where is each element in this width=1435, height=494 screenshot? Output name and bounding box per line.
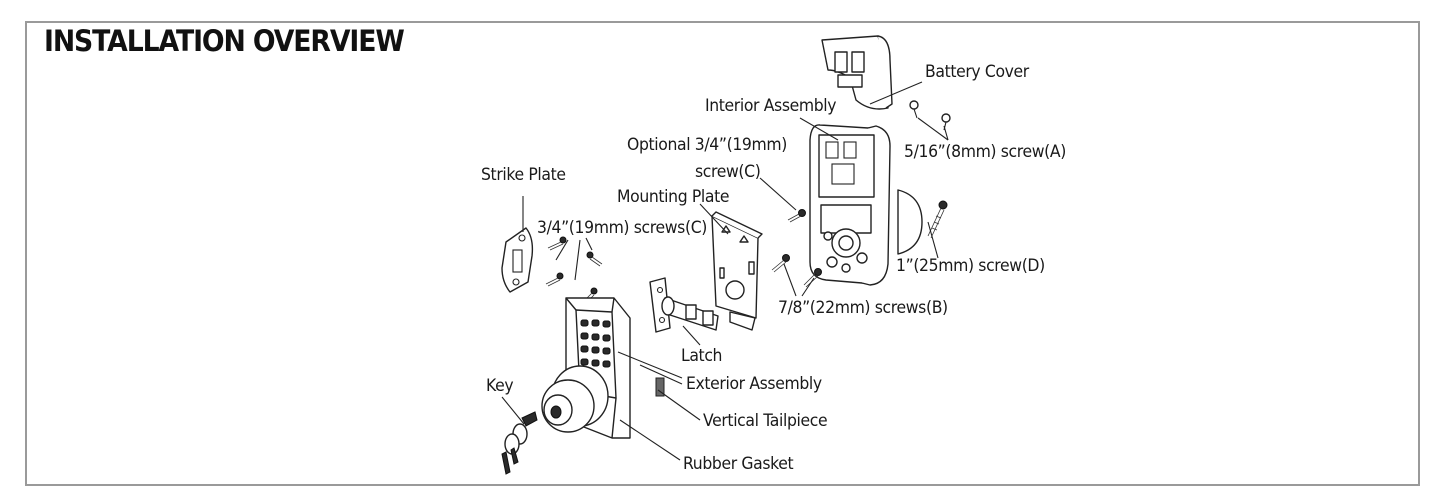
optional-screw-part	[787, 209, 806, 223]
keypad-buttons	[580, 319, 611, 368]
interior-assembly	[809, 124, 923, 286]
exterior-assembly	[541, 297, 665, 439]
label-screws-b: 7/8”(22mm) screws(B)	[778, 298, 948, 318]
screw-a-parts	[909, 100, 951, 131]
label-optional-screw-line2: screw(C)	[695, 162, 761, 182]
screw-d-part	[927, 200, 948, 239]
screws-b-parts	[771, 254, 822, 288]
label-interior-assembly: Interior Assembly	[705, 96, 837, 116]
label-mounting-plate: Mounting Plate	[617, 187, 730, 207]
label-exterior-assembly: Exterior Assembly	[686, 374, 822, 394]
mounting-plate	[711, 211, 763, 331]
label-key: Key	[486, 376, 514, 396]
label-battery-cover: Battery Cover	[925, 62, 1029, 82]
label-optional-screw-line1: Optional 3/4”(19mm)	[627, 135, 787, 155]
label-screws-c: 3/4”(19mm) screws(C)	[537, 218, 707, 238]
key-part	[501, 411, 538, 475]
label-screw-d: 1”(25mm) screw(D)	[896, 256, 1045, 276]
screws-c-parts	[545, 236, 603, 302]
latch-part	[649, 277, 719, 333]
page-title: INSTALLATION OVERVIEW	[44, 24, 405, 58]
label-latch: Latch	[681, 346, 723, 366]
label-rubber-gasket: Rubber Gasket	[683, 454, 794, 474]
label-screw-a: 5/16”(8mm) screw(A)	[904, 142, 1066, 162]
label-strike-plate: Strike Plate	[481, 165, 566, 185]
label-vertical-tailpiece: Vertical Tailpiece	[703, 411, 828, 431]
leader-lines	[501, 81, 949, 461]
battery-cover	[821, 35, 893, 110]
strike-plate	[501, 227, 534, 293]
